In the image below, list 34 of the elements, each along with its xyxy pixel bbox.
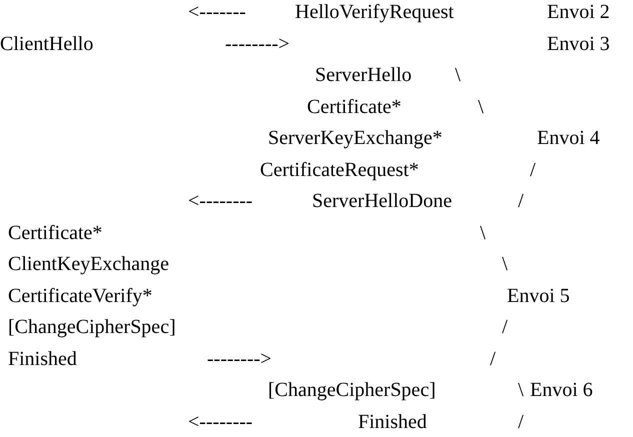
- arrow-text: <--------: [188, 410, 253, 432]
- message-name: Certificate*: [8, 222, 102, 244]
- bracket-mark: /: [490, 348, 496, 370]
- arrow-text: <--------: [188, 190, 253, 212]
- flight-label: Envoi 5: [507, 284, 570, 306]
- flight-label: Envoi 6: [530, 379, 593, 401]
- bracket-mark: /: [530, 158, 536, 180]
- bracket-mark: /: [518, 410, 524, 432]
- message-name: CertificateVerify*: [8, 284, 152, 306]
- message-name: [ChangeCipherSpec]: [8, 316, 176, 338]
- arrow-text: <-------: [188, 1, 246, 23]
- message-name: CertificateRequest*: [260, 158, 419, 180]
- arrow-text: -------->: [207, 348, 272, 370]
- bracket-mark: \: [518, 379, 524, 401]
- message-name: ServerHelloDone: [312, 190, 452, 212]
- bracket-mark: /: [502, 316, 508, 338]
- flight-label: Envoi 3: [547, 32, 610, 54]
- message-name: [ChangeCipherSpec]: [268, 379, 436, 401]
- bracket-mark: \: [455, 64, 461, 86]
- flight-label: Envoi 2: [547, 1, 610, 23]
- message-name: Finished: [358, 410, 427, 432]
- bracket-mark: /: [518, 190, 524, 212]
- bracket-mark: \: [480, 222, 486, 244]
- message-name: ServerKeyExchange*: [268, 127, 442, 149]
- arrow-text: -------->: [225, 32, 290, 54]
- flight-label: Envoi 4: [537, 127, 600, 149]
- message-name: ClientKeyExchange: [8, 253, 170, 275]
- message-name: ServerHello: [315, 64, 412, 86]
- message-name: HelloVerifyRequest: [295, 1, 454, 23]
- bracket-mark: \: [502, 253, 508, 275]
- message-name: Certificate*: [307, 96, 402, 118]
- message-name: ClientHello: [0, 32, 94, 54]
- bracket-mark: \: [478, 96, 484, 118]
- message-name: Finished: [8, 348, 77, 370]
